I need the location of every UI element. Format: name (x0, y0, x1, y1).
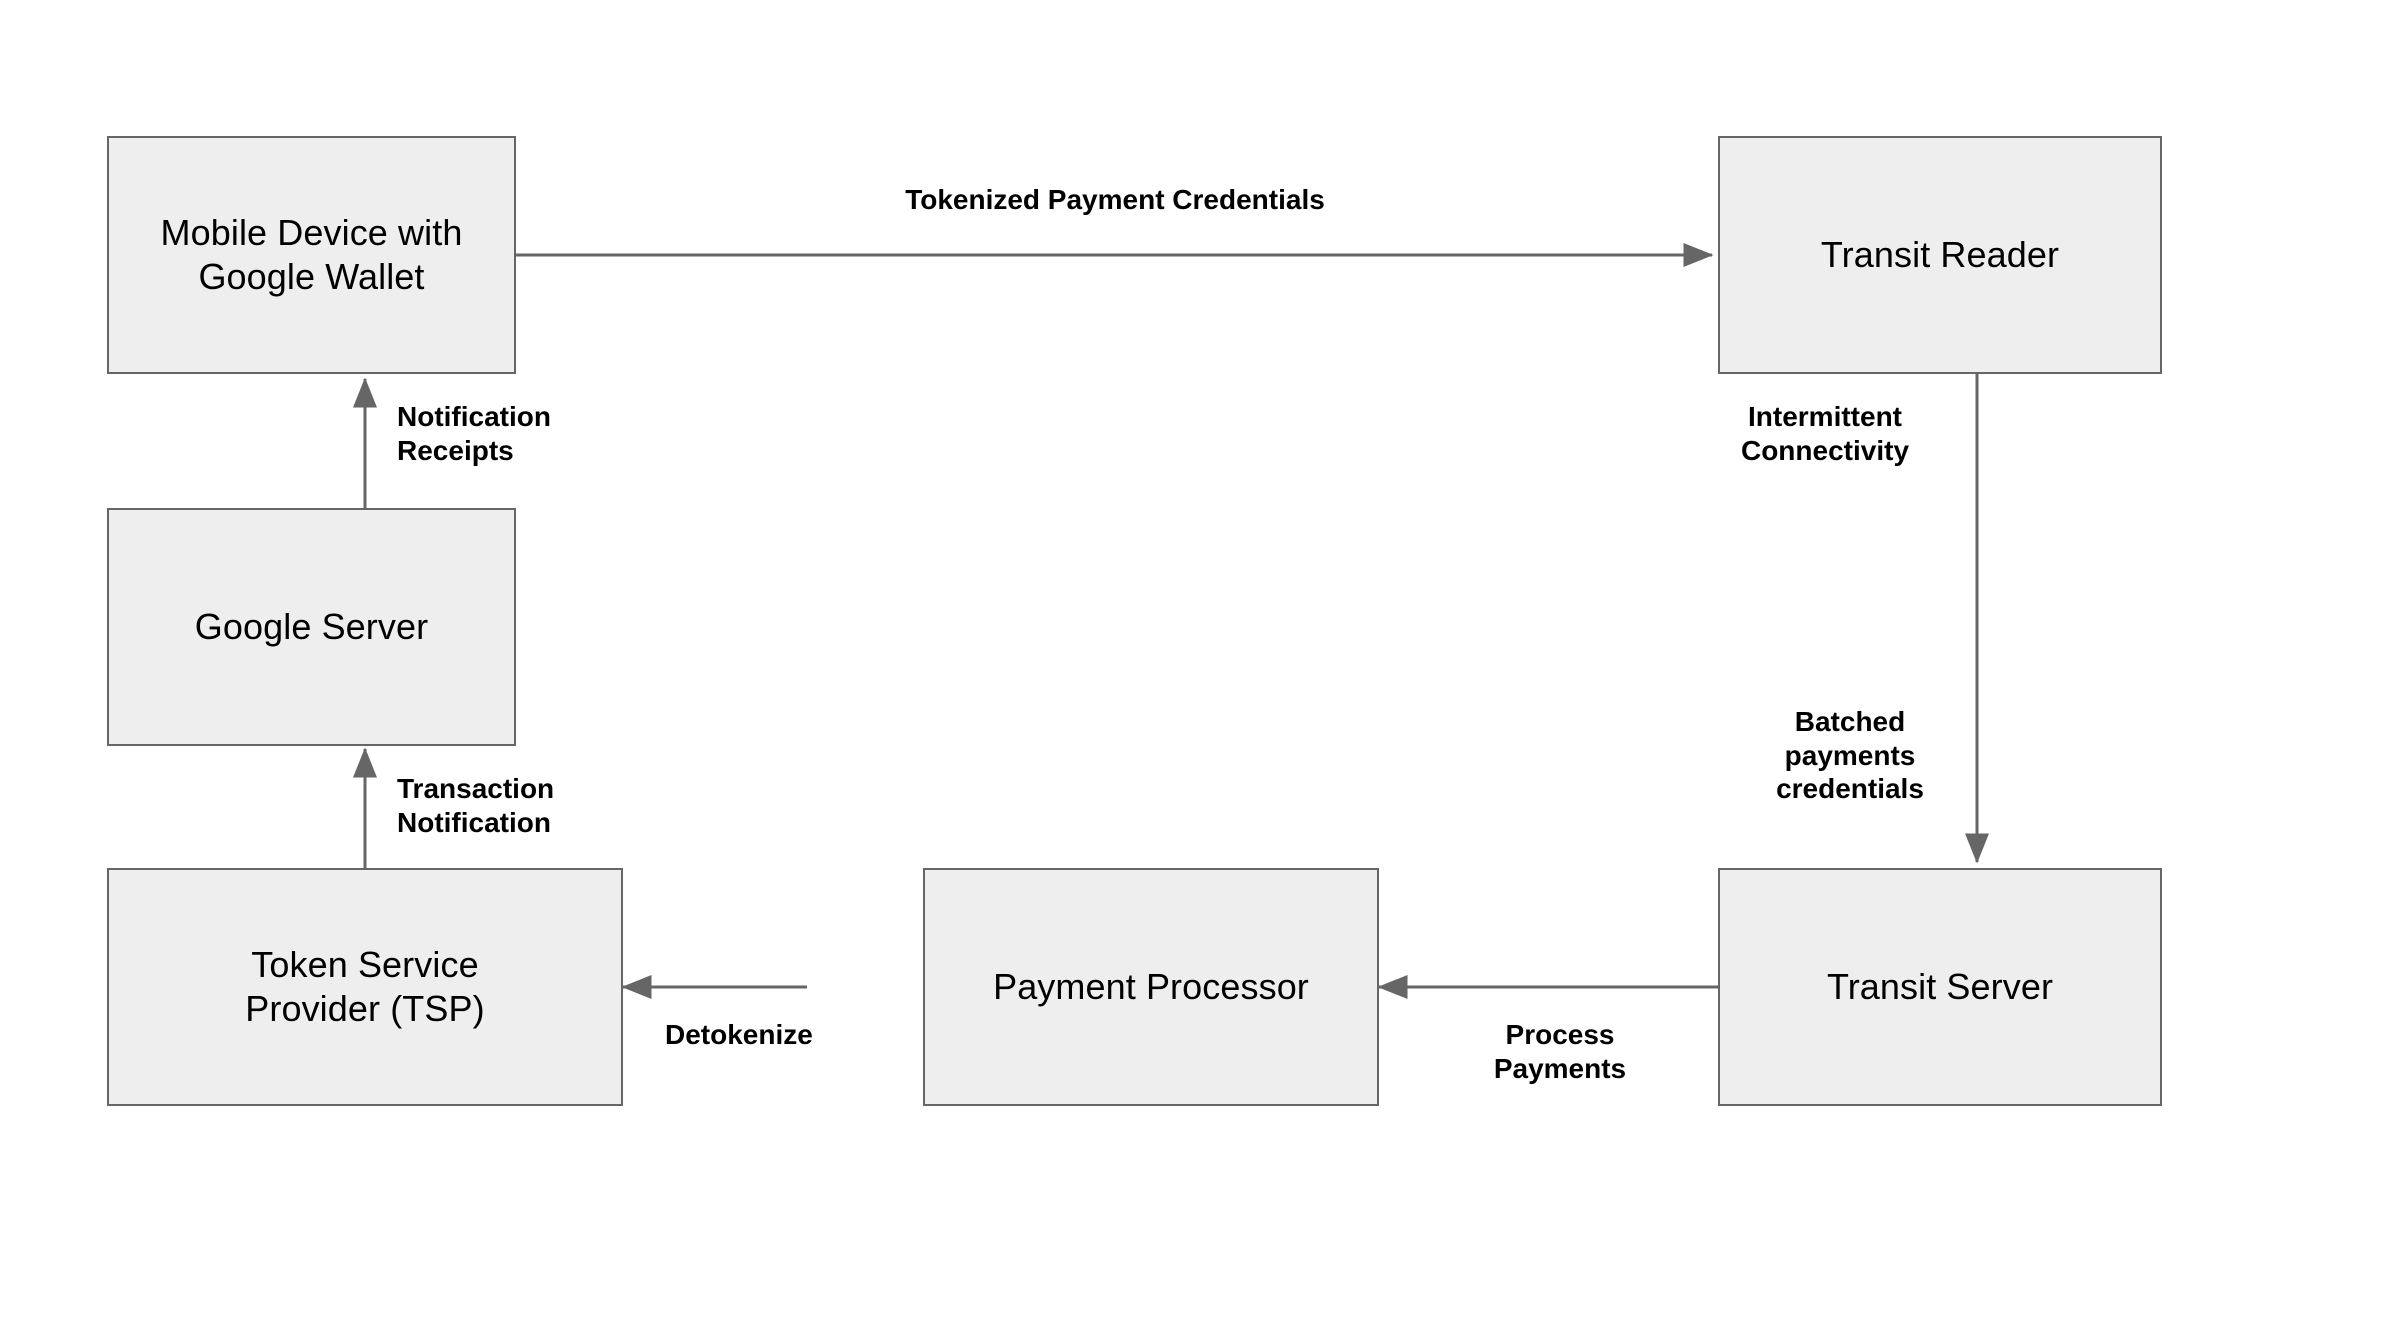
node-mobile-device[interactable]: Mobile Device with Google Wallet (107, 136, 516, 374)
node-payment-processor-label: Payment Processor (993, 966, 1309, 1008)
node-transit-reader-label: Transit Reader (1820, 234, 2060, 276)
edge-label-batched-payments-credentials: Batched payments credentials (1776, 706, 1924, 805)
node-transit-server[interactable]: Transit Server (1718, 868, 2162, 1106)
edge-label-notification-receipts: Notification Receipts (397, 401, 551, 466)
node-transit-reader[interactable]: Transit Reader (1718, 136, 2162, 374)
node-token-service-provider[interactable]: Token Service Provider (TSP) (107, 868, 623, 1106)
node-google-server[interactable]: Google Server (107, 508, 516, 746)
node-transit-server-label: Transit Server (1826, 966, 2054, 1008)
node-payment-processor[interactable]: Payment Processor (923, 868, 1379, 1106)
edge-label-intermittent-connectivity: Intermittent Connectivity (1740, 401, 1910, 466)
node-mobile-device-label: Mobile Device with Google Wallet (160, 212, 463, 297)
edge-label-process-payments: Process Payments (1493, 1019, 1627, 1084)
edge-label-detokenize: Detokenize (665, 1019, 813, 1050)
edge-label-transaction-notification: Transaction Notification (397, 773, 555, 838)
node-google-server-label: Google Server (194, 606, 429, 648)
node-token-service-provider-label: Token Service Provider (TSP) (245, 944, 485, 1029)
edge-label-tokenized-payment-credentials: Tokenized Payment Credentials (905, 184, 1325, 215)
